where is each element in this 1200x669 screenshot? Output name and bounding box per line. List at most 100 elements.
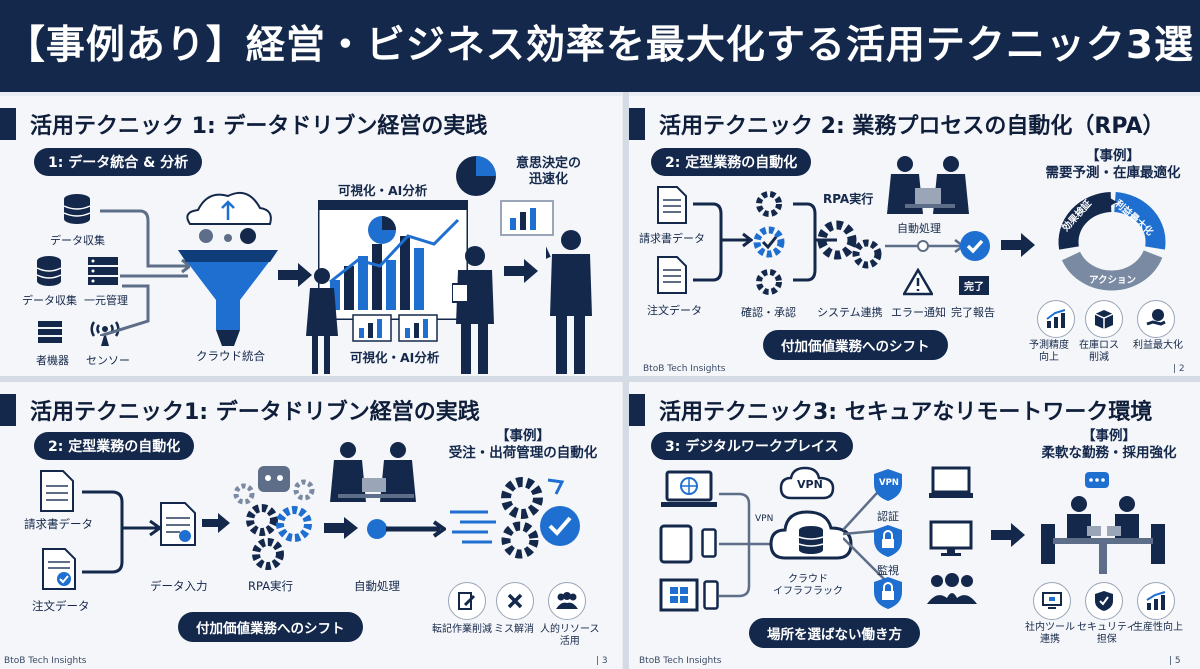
label-monitor: 監視 xyxy=(877,564,899,577)
box-icon xyxy=(1085,300,1123,338)
arrow-right-icon xyxy=(991,523,1025,547)
shift-banner: 付加価値業務へのシフト xyxy=(763,330,948,360)
label-auto-process: 自動処理 xyxy=(897,222,941,235)
page-number: | 5 xyxy=(1169,656,1181,666)
benefit-label-2: セキュリティ 担保 xyxy=(1077,622,1137,645)
case-title: 【事例】 柔軟な勤務・採用強化 xyxy=(1041,428,1177,461)
panel-title: 活用テクニック3: セキュアなリモートワーク環境 xyxy=(629,392,1152,428)
connector-lines xyxy=(100,209,190,336)
label-data-collect-2: データ収集 xyxy=(22,294,77,307)
benefit-label-1: 社内ツール 連携 xyxy=(1025,622,1075,645)
label-cloud-integration: クラウド統合 xyxy=(196,349,265,363)
presenter-woman-icon xyxy=(306,268,338,374)
section-pill: 2: 定型業務の自動化 xyxy=(34,432,195,460)
speed-lines xyxy=(450,510,496,544)
label-auth: 認証 xyxy=(877,510,899,523)
connector-lines xyxy=(719,492,777,598)
divider-horizontal xyxy=(0,376,1200,382)
label-order-data: 注文データ xyxy=(32,599,90,613)
team-icon xyxy=(330,442,416,502)
gears-check-icon xyxy=(501,477,580,559)
progress-line xyxy=(367,519,446,539)
label-viz-top: 可視化・AI分析 xyxy=(338,183,428,198)
dashboard-chart xyxy=(318,200,468,320)
money-hand-icon xyxy=(1137,300,1175,338)
robot-gears-icon xyxy=(233,466,315,570)
panel-title-text: 活用テクニック 1: データドリブン経営の実践 xyxy=(30,114,488,139)
label-auto-process: 自動処理 xyxy=(354,579,400,593)
footer-brand: BtoB Tech Insights xyxy=(643,364,726,374)
document-check-icon xyxy=(160,502,196,546)
benefit-label-3: 生産性向上 xyxy=(1133,622,1183,633)
database-icon xyxy=(63,194,91,224)
benefit-label-3: 人的リソース 活用 xyxy=(540,624,600,647)
forecast-icon xyxy=(1037,300,1075,338)
header-banner: 【事例あり】経営・ビジネス効率を最大化する活用テクニック3選 xyxy=(0,0,1200,92)
label-order-data: 注文データ xyxy=(647,304,702,317)
shift-banner: 付加価値業務へのシフト xyxy=(178,612,363,642)
label-system-link: システム連携 xyxy=(817,306,883,319)
label-invoice-data: 請求書データ xyxy=(639,232,705,245)
panel-remote-work: 活用テクニック3: セキュアなリモートワーク環境 3: デジタルワークプレイス … xyxy=(629,382,1200,669)
arrow-right-icon xyxy=(504,259,538,283)
security-shield-icon xyxy=(1085,582,1123,620)
benefit-label-1: 転記作業削減 xyxy=(432,624,492,635)
label-rpa-exec: RPA実行 xyxy=(823,192,874,206)
panel-order-automation: 活用テクニック1: データドリブン経営の実践 2: 定型業務の自動化 請求書デー… xyxy=(0,382,622,669)
mini-bar-icon xyxy=(398,314,438,342)
arrow-right-icon xyxy=(324,517,358,539)
label-check-approve: 確認・承認 xyxy=(741,306,796,319)
executive-icon xyxy=(546,230,592,374)
group-icon xyxy=(927,573,977,604)
benefit-label-2: 在庫ロス 削減 xyxy=(1079,340,1119,363)
pie-chart-icon xyxy=(456,156,496,196)
benefit-label-2: ミス解消 xyxy=(494,624,534,635)
connector-lines xyxy=(82,490,162,574)
page-number: | 2 xyxy=(1173,364,1185,374)
check-circle-icon xyxy=(960,231,990,261)
cycle-label-bottom: アクション xyxy=(1089,275,1137,286)
panel-rpa: 活用テクニック 2: 業務プロセスの自動化（RPA） 2: 定型業務の自動化 請… xyxy=(629,96,1200,376)
arrow-right-icon xyxy=(278,263,312,287)
label-unify: 一元管理 xyxy=(84,294,128,307)
footer-brand: BtoB Tech Insights xyxy=(4,656,87,666)
presenter-man-icon xyxy=(452,246,494,374)
laptop-globe-icon xyxy=(661,470,717,507)
document-icon xyxy=(657,186,687,224)
label-devices: 者機器 xyxy=(36,354,69,367)
vpn-shield-icon xyxy=(874,469,902,501)
benefit-label-3: 利益最大化 xyxy=(1133,340,1183,351)
label-viz-bottom: 可視化・AI分析 xyxy=(350,350,440,365)
tool-link-icon xyxy=(1033,582,1071,620)
chart-card-icon xyxy=(500,200,554,236)
done-badge: 完了 xyxy=(959,276,989,295)
laptop-icon xyxy=(929,466,973,498)
tablet-icon xyxy=(659,524,693,564)
case-title: 【事例】 受注・出荷管理の自動化 xyxy=(448,428,598,461)
phone-icon xyxy=(703,580,719,610)
arrow-right-icon xyxy=(202,513,230,533)
x-mark-icon xyxy=(496,582,534,620)
windows-icon xyxy=(659,578,699,612)
monitor-icon xyxy=(929,520,973,556)
label-sensor: センソー xyxy=(86,354,130,367)
panel-title: 活用テクニック1: データドリブン経営の実践 xyxy=(0,392,480,428)
lock-shield-icon xyxy=(874,577,902,609)
cloud-icon xyxy=(779,466,835,500)
vpn-side-label: VPN xyxy=(879,478,899,488)
section-pill: 2: 定型業務の自動化 xyxy=(651,148,812,176)
cycle-diagram xyxy=(1058,192,1166,291)
document-icon xyxy=(40,470,74,512)
funnel-icon xyxy=(178,192,278,346)
section-pill: 1: データ統合 & 分析 xyxy=(34,148,203,176)
meeting-icon xyxy=(1041,472,1165,574)
panel-title: 活用テクニック 2: 業務プロセスの自動化（RPA） xyxy=(629,106,1165,142)
growth-chart-icon xyxy=(1137,582,1175,620)
server-icon xyxy=(38,321,62,343)
panel-title-text: 活用テクニック 2: 業務プロセスの自動化（RPA） xyxy=(659,114,1165,139)
database-icon xyxy=(36,256,62,286)
server-icon xyxy=(88,257,118,285)
panel-title-text: 活用テクニック3: セキュアなリモートワーク環境 xyxy=(659,400,1153,425)
label-data-input: データ入力 xyxy=(150,579,208,593)
connector-lines xyxy=(793,202,837,282)
